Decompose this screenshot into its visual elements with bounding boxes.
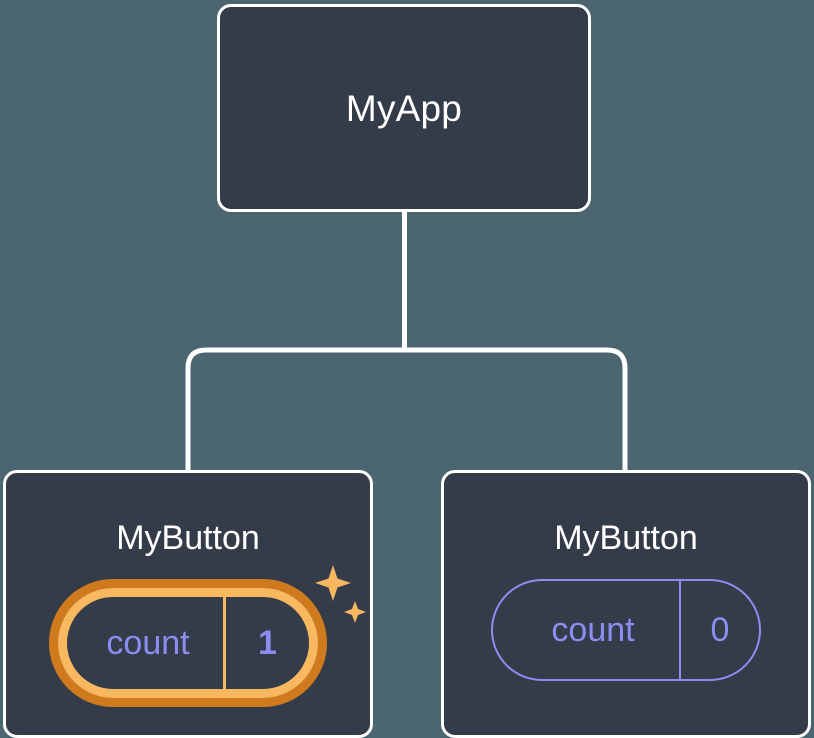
node-title: MyButton — [554, 519, 698, 557]
state-value: 0 — [679, 581, 759, 679]
node-title: MyButton — [116, 519, 260, 557]
node-title: MyApp — [345, 87, 463, 129]
state-pill-inner: count 1 — [58, 588, 318, 698]
node-mybutton-2[interactable]: MyButton count 0 — [441, 470, 811, 738]
node-myapp[interactable]: MyApp — [217, 4, 591, 212]
state-pill-wrapper-1: count 1 — [49, 565, 366, 707]
state-key: count — [551, 611, 635, 649]
connector-bracket — [185, 347, 628, 472]
node-mybutton-1[interactable]: MyButton count 1 — [3, 470, 373, 738]
state-key: count — [106, 624, 190, 662]
sparkle-large-icon — [315, 565, 351, 601]
state-value: 1 — [223, 597, 309, 689]
state-pill-wrapper-2: count 0 — [491, 579, 761, 681]
state-pill-highlighted[interactable]: count 1 — [49, 579, 327, 707]
state-pill[interactable]: count 0 — [491, 579, 761, 681]
sparkle-small-icon — [344, 601, 366, 623]
